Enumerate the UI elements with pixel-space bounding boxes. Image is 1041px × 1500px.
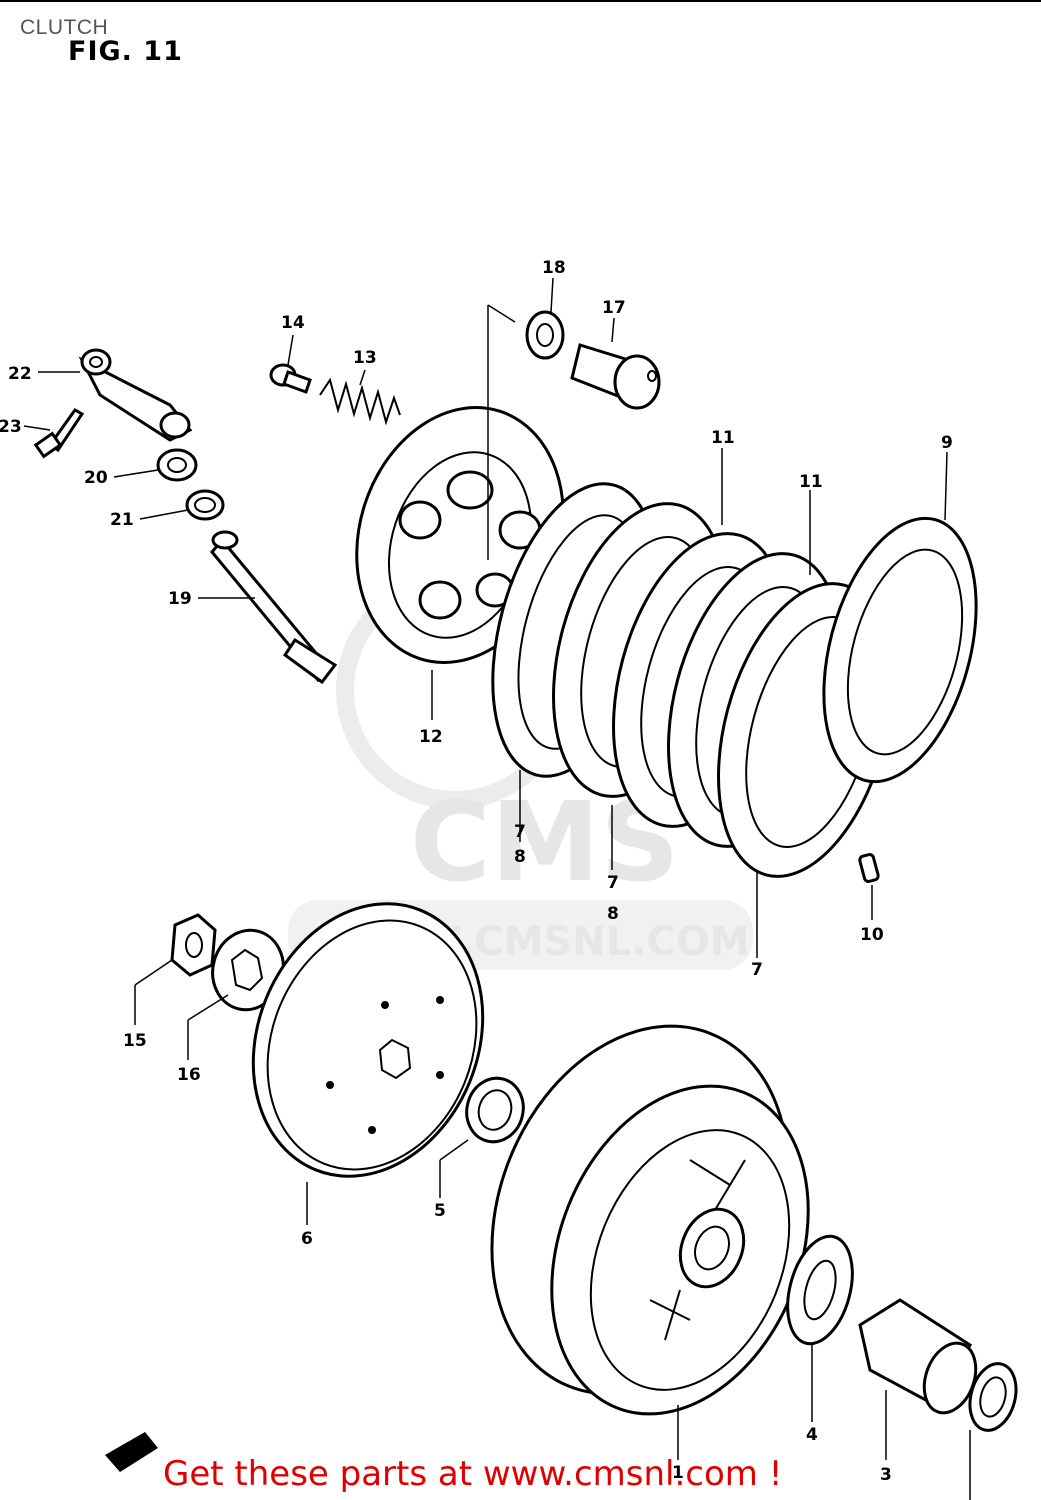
clutch-release-lever xyxy=(78,348,193,442)
callout-1: 1 xyxy=(672,1463,684,1483)
screw-14 xyxy=(269,363,312,394)
callout-10: 10 xyxy=(860,925,884,945)
bolt-23 xyxy=(33,408,85,459)
callouts: 22 23 20 21 19 14 13 18 17 12 11 11 9 7 … xyxy=(0,258,953,1485)
callout-17: 17 xyxy=(602,298,626,318)
callout-7a: 7 xyxy=(514,822,526,842)
washer-21 xyxy=(185,489,225,521)
callout-19: 19 xyxy=(168,589,192,609)
callout-18: 18 xyxy=(542,258,566,278)
callout-8a: 8 xyxy=(514,847,526,867)
push-piece-17 xyxy=(570,343,661,410)
callout-12: 12 xyxy=(419,727,443,747)
washer-18 xyxy=(525,310,565,360)
callout-15: 15 xyxy=(123,1031,147,1051)
callout-11a: 11 xyxy=(711,428,735,448)
page-title: CLUTCH xyxy=(20,16,109,39)
callout-14: 14 xyxy=(281,313,305,333)
callout-23: 23 xyxy=(0,417,22,437)
callout-3: 3 xyxy=(880,1465,892,1485)
callout-13: 13 xyxy=(353,348,377,368)
washer-end xyxy=(968,1362,1018,1432)
callout-5: 5 xyxy=(434,1201,446,1221)
callout-8b: 8 xyxy=(607,904,619,924)
drive-gear-4 xyxy=(786,1234,854,1346)
release-screw-19 xyxy=(210,530,338,685)
nut-20 xyxy=(156,448,198,482)
top-rule xyxy=(0,0,1041,2)
spring-13 xyxy=(319,377,401,426)
thrust-washer-5 xyxy=(465,1076,525,1144)
callout-21: 21 xyxy=(110,510,134,530)
callout-9: 9 xyxy=(941,433,953,453)
friction-plate-9 xyxy=(822,516,978,784)
callout-16: 16 xyxy=(177,1065,201,1085)
callout-20: 20 xyxy=(84,468,108,488)
figure-number: FIG. 11 xyxy=(68,36,183,67)
callout-11b: 11 xyxy=(799,472,823,492)
pin-10 xyxy=(858,853,880,883)
clutch-sleeve-hub-6 xyxy=(251,902,485,1178)
spacer-3 xyxy=(858,1298,978,1415)
callout-7c: 7 xyxy=(751,960,763,980)
callout-7b: 7 xyxy=(607,873,619,893)
promo-link[interactable]: Get these parts at www.cmsnl.com ! xyxy=(163,1454,783,1494)
front-arrow-icon xyxy=(105,1432,158,1472)
primary-driven-gear-1 xyxy=(490,1024,810,1416)
callout-22: 22 xyxy=(8,364,32,384)
leader-lines xyxy=(23,277,971,1500)
nut-15 xyxy=(170,913,217,977)
callout-4: 4 xyxy=(806,1425,818,1445)
callout-6: 6 xyxy=(301,1229,313,1249)
